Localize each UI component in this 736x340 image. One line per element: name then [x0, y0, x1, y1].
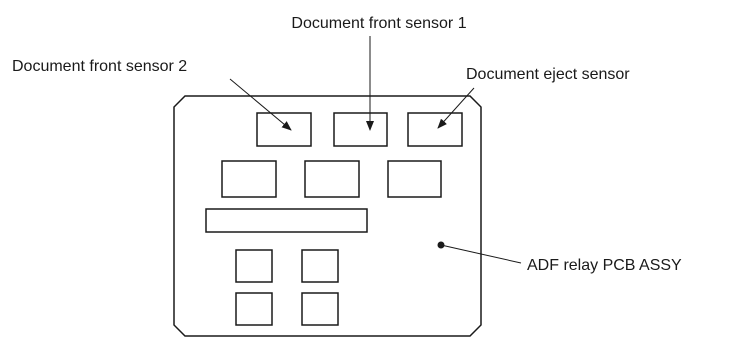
label-sensor-eject: Document eject sensor [466, 66, 630, 83]
sensor-eject-block [407, 112, 463, 147]
component-block [235, 292, 273, 326]
pcb-board-outline [173, 95, 482, 337]
component-block [301, 249, 339, 283]
label-sensor-front-1: Document front sensor 1 [291, 15, 466, 32]
label-sensor-front-2: Document front sensor 2 [12, 58, 187, 75]
leader-dot [437, 241, 445, 249]
leader-sensor-front-2 [229, 78, 292, 131]
sensor-front-2-block [256, 112, 312, 147]
component-block [387, 160, 442, 198]
connector-strip [205, 208, 368, 233]
component-block [304, 160, 360, 198]
leader-sensor-eject [437, 87, 475, 129]
label-pcb-board: ADF relay PCB ASSY [527, 257, 682, 274]
sensor-front-1-block [333, 112, 388, 147]
component-block [221, 160, 277, 198]
leader-pcb-board [440, 244, 522, 264]
component-block [235, 249, 273, 283]
component-block [301, 292, 339, 326]
